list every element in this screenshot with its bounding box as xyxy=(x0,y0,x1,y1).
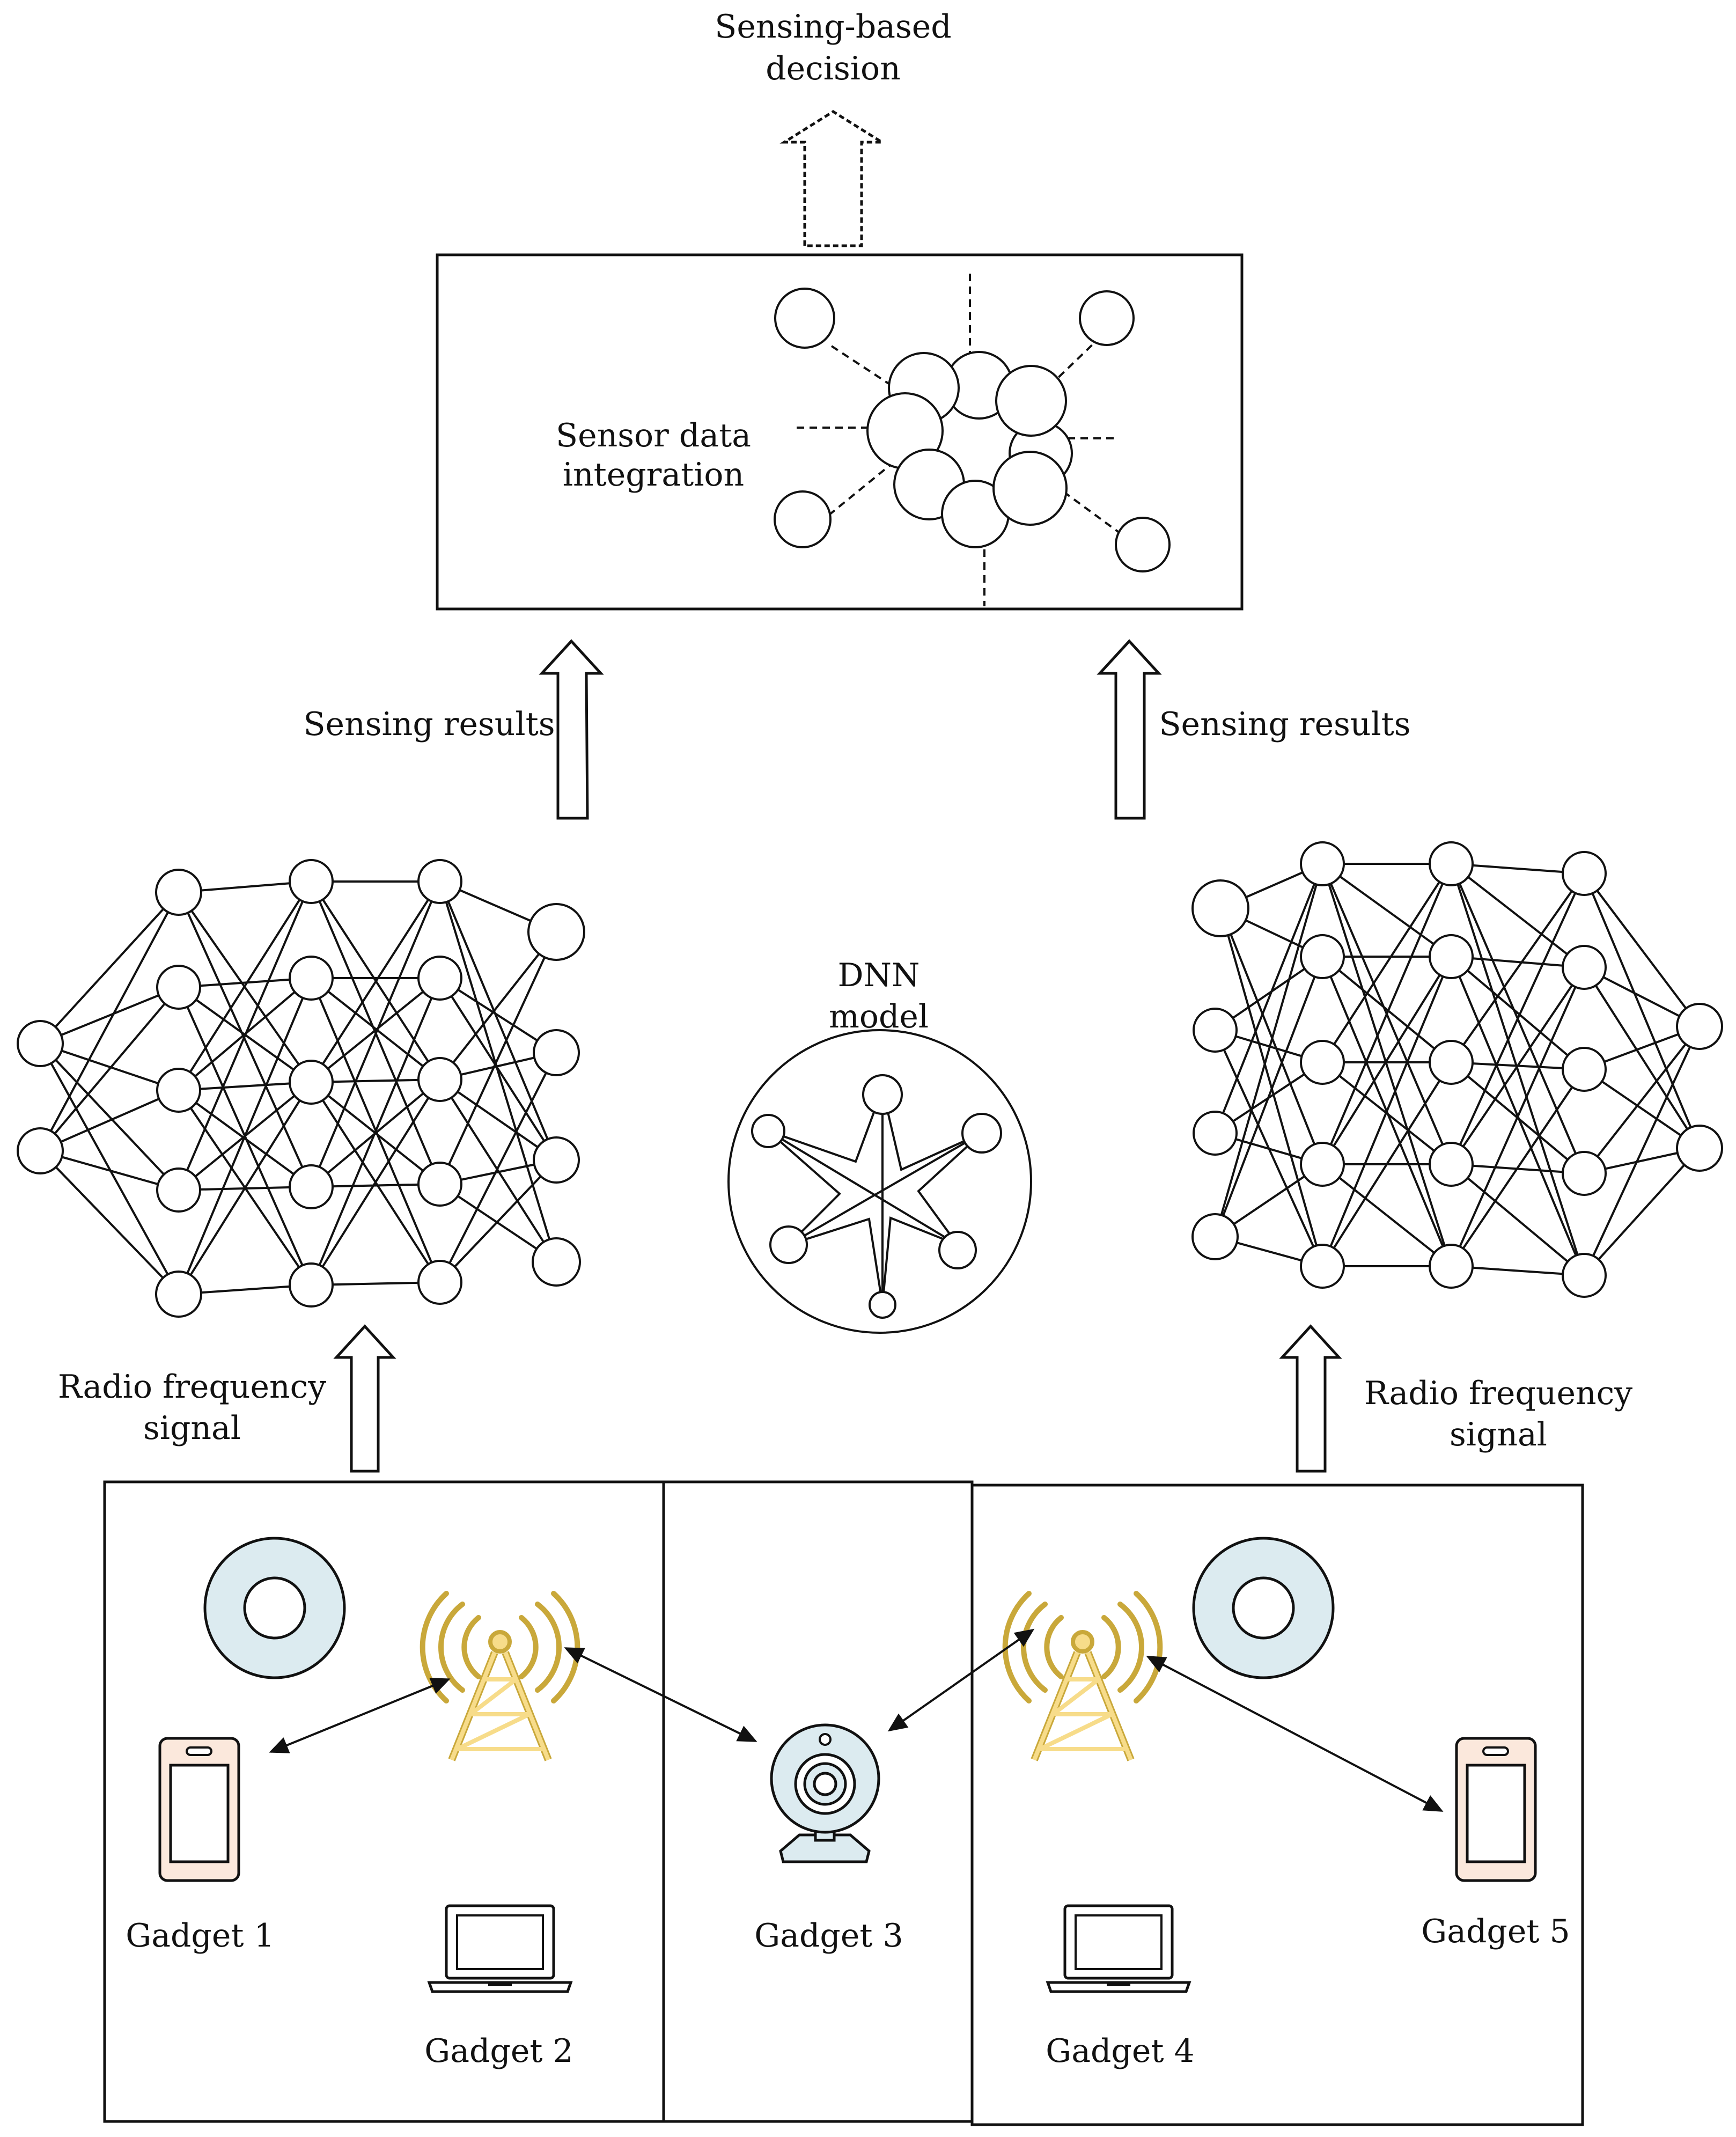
svg-text:signal: signal xyxy=(1450,1416,1547,1453)
network-node xyxy=(1676,1125,1723,1172)
network-node xyxy=(156,965,201,1010)
sensing-arrow-left xyxy=(539,639,604,820)
network-node xyxy=(527,903,585,961)
network-node xyxy=(417,1162,462,1207)
network-node xyxy=(1562,1151,1607,1196)
network-node xyxy=(533,1136,580,1184)
network-node xyxy=(1676,1003,1723,1050)
neural-network-right xyxy=(1191,841,1723,1298)
router-icon xyxy=(1192,1537,1335,1679)
network-node xyxy=(1300,1142,1345,1187)
rf-arrow-right xyxy=(1279,1324,1342,1473)
network-node xyxy=(417,956,462,1001)
network-node xyxy=(289,859,334,904)
svg-text:Radio frequency: Radio frequency xyxy=(58,1368,326,1406)
network-node xyxy=(289,956,334,1001)
svg-text:integration: integration xyxy=(563,456,744,494)
network-node xyxy=(1429,841,1474,886)
network-node xyxy=(533,1029,580,1076)
webcam-icon xyxy=(770,1723,880,1863)
network-node xyxy=(1562,1253,1607,1298)
integration-label: Sensor data integration xyxy=(556,417,751,494)
dnn-label: DNN model xyxy=(829,957,929,1036)
network-node xyxy=(155,869,202,916)
gadget-2-label: Gadget 2 xyxy=(424,2032,573,2070)
decision-label: Sensing-based decision xyxy=(715,8,951,87)
network-node xyxy=(1191,1213,1239,1260)
network-node xyxy=(156,1167,201,1213)
network-node xyxy=(417,1260,462,1305)
svg-text:decision: decision xyxy=(766,50,900,87)
network-node xyxy=(1300,934,1345,979)
network-node xyxy=(17,1127,64,1174)
gadget-3-label: Gadget 3 xyxy=(754,1917,903,1955)
network-node xyxy=(1562,945,1607,990)
svg-text:Sensing-based: Sensing-based xyxy=(715,8,951,46)
network-node xyxy=(289,1262,334,1308)
gadget-panels xyxy=(103,1480,1584,2126)
cell-tower-icon xyxy=(1002,1591,1163,1761)
network-node xyxy=(1429,1040,1474,1085)
sensing-arrow-right xyxy=(1097,639,1162,820)
network-node xyxy=(1429,934,1474,979)
data-cluster xyxy=(774,274,1171,606)
rf-arrow-left xyxy=(333,1324,396,1473)
network-node xyxy=(1562,1047,1607,1092)
router-icon xyxy=(203,1537,346,1679)
network-node xyxy=(532,1237,581,1287)
network-node xyxy=(417,1057,462,1102)
svg-text:signal: signal xyxy=(143,1409,241,1447)
smartphone-icon xyxy=(158,1737,240,1882)
cell-tower-icon xyxy=(420,1591,580,1761)
svg-text:Radio frequency: Radio frequency xyxy=(1364,1375,1632,1412)
rf-label-left: Radio frequency signal xyxy=(58,1368,326,1447)
network-node xyxy=(289,1164,334,1209)
network-edges xyxy=(39,880,557,1295)
network-node xyxy=(155,1271,202,1318)
sensing-results-left: Sensing results xyxy=(303,706,555,743)
laptop-icon xyxy=(1046,1904,1191,1993)
network-node xyxy=(1193,1111,1238,1156)
neural-network-left xyxy=(17,859,585,1318)
svg-text:DNN: DNN xyxy=(837,957,920,994)
rf-label-right: Radio frequency signal xyxy=(1364,1375,1632,1453)
network-node xyxy=(1300,1040,1345,1085)
gadget-5-label: Gadget 5 xyxy=(1421,1913,1570,1950)
smartphone-icon xyxy=(1455,1737,1537,1882)
sensing-results-right: Sensing results xyxy=(1159,706,1410,743)
network-node xyxy=(17,1020,64,1067)
network-node xyxy=(1562,851,1607,896)
svg-text:Sensor data: Sensor data xyxy=(556,417,751,454)
network-node xyxy=(1429,1244,1474,1289)
network-node xyxy=(1191,879,1249,937)
network-node xyxy=(417,859,462,904)
network-node xyxy=(1300,1244,1345,1289)
laptop-icon xyxy=(427,1904,573,1993)
decision-arrow xyxy=(779,110,887,247)
network-node xyxy=(1429,1142,1474,1187)
dnn-model-icon xyxy=(727,1029,1032,1334)
gadget-4-label: Gadget 4 xyxy=(1046,2032,1194,2070)
connection-arrows xyxy=(269,1628,1444,1812)
network-node xyxy=(1300,841,1345,886)
network-node xyxy=(289,1060,334,1105)
gadget-1-label: Gadget 1 xyxy=(126,1917,274,1955)
network-node xyxy=(156,1068,201,1113)
network-node xyxy=(1193,1008,1238,1053)
